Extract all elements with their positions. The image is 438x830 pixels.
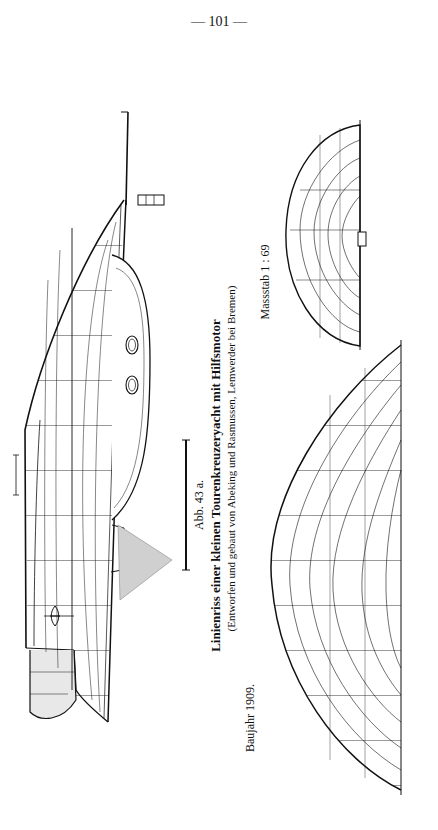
figure-credit: (Entworfen und gebaut von Abeking und Ra… xyxy=(227,285,238,631)
build-year: Baujahr 1909. xyxy=(244,684,256,752)
profile-view xyxy=(13,112,172,730)
page-number: — 101 — xyxy=(191,15,247,29)
figure-number: Abb. 43 a. xyxy=(193,480,205,530)
scale-bar xyxy=(182,440,190,570)
figure-title: Linienriss einer kleinen Tourenkreuzerya… xyxy=(209,319,222,652)
half-breadth-plan xyxy=(260,340,405,795)
scale-note: Massstab 1 : 69 xyxy=(258,245,270,320)
body-plan xyxy=(286,120,366,350)
